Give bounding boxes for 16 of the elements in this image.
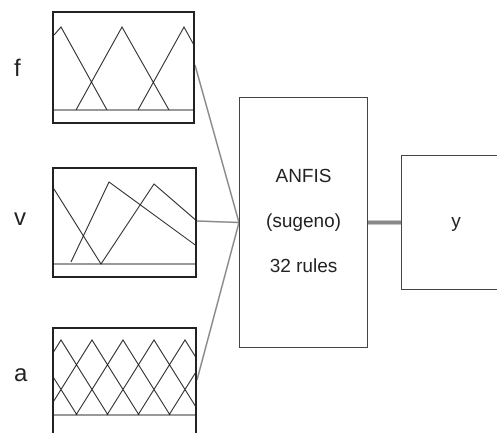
membership-plot-box bbox=[52, 11, 195, 124]
node-label: y bbox=[451, 211, 461, 234]
connector-line bbox=[196, 222, 240, 380]
input-label: v bbox=[14, 204, 26, 232]
membership-plot-box bbox=[52, 327, 197, 433]
connector-line bbox=[194, 64, 240, 223]
membership-plot-box bbox=[52, 167, 197, 278]
connector-line bbox=[368, 220, 401, 224]
system-box bbox=[239, 97, 368, 348]
input-label: f bbox=[14, 55, 21, 83]
input-label: a bbox=[14, 360, 28, 388]
node-label: (sugeno) bbox=[266, 211, 341, 234]
connector-line bbox=[196, 220, 240, 224]
system-title: ANFIS bbox=[276, 166, 332, 190]
node-label: 32 rules bbox=[270, 256, 338, 279]
output-box bbox=[401, 155, 497, 290]
